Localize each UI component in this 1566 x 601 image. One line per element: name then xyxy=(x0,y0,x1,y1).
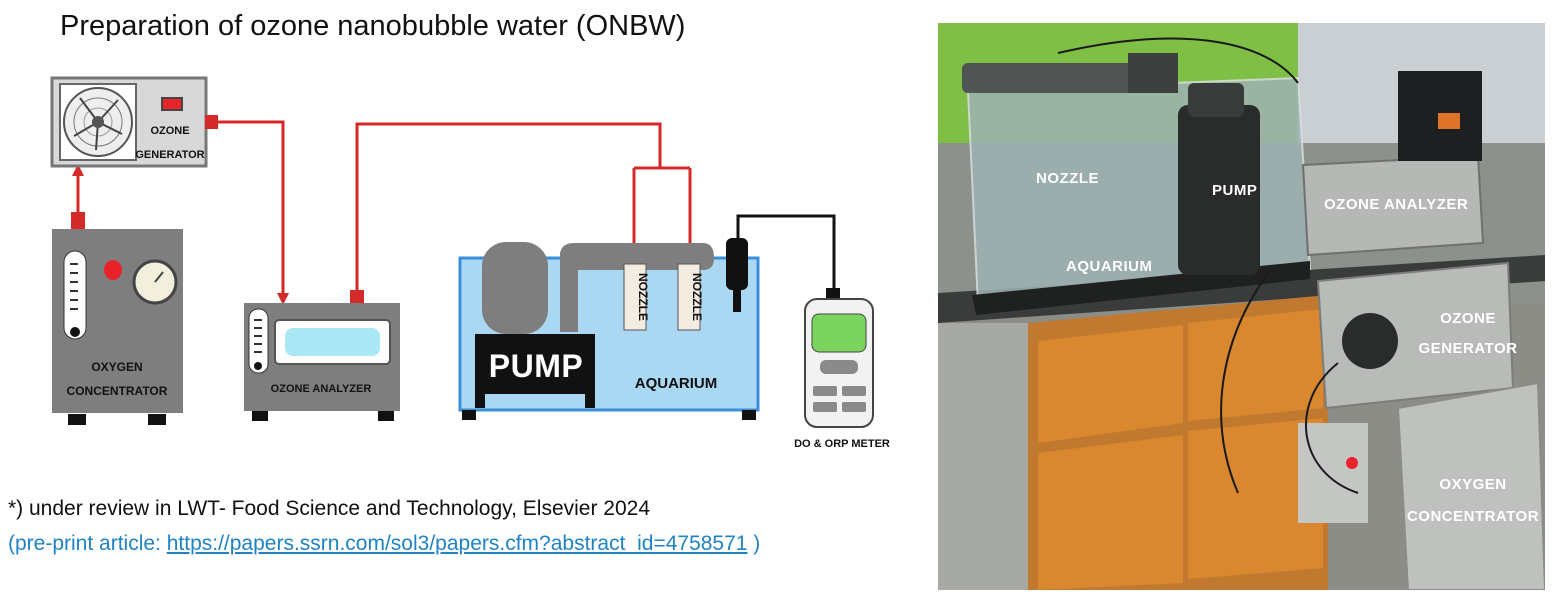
preprint-line: (pre-print article: https://papers.ssrn.… xyxy=(8,532,760,556)
photo-oxygen-concentrator-label-1: OXYGEN xyxy=(1439,476,1506,493)
review-note: *) under review in LWT- Food Science and… xyxy=(8,497,651,520)
photo-nozzle-label: NOZZLE xyxy=(1036,170,1099,187)
lab-photo-drawing: NOZZLE PUMP AQUARIUM OZONE ANALYZER OZON… xyxy=(938,23,1545,590)
lab-setup-photo: NOZZLE PUMP AQUARIUM OZONE ANALYZER OZON… xyxy=(938,23,1545,590)
nozzle-label-2: NOZZLE xyxy=(690,273,704,321)
preprint-suffix: ) xyxy=(747,532,761,555)
photo-aquarium-label: AQUARIUM xyxy=(1066,258,1153,275)
aquarium-label: AQUARIUM xyxy=(635,375,718,392)
ozone-generator-label-2: GENERATOR xyxy=(135,149,204,161)
pump-label: PUMP xyxy=(489,348,583,384)
oxygen-concentrator-label-2: CONCENTRATOR xyxy=(67,384,168,398)
probe-cable xyxy=(736,214,836,292)
ozone-tubing xyxy=(76,120,692,300)
photo-ozone-generator-label-1: OZONE xyxy=(1440,310,1496,327)
photo-oxygen-concentrator-label-2: CONCENTRATOR xyxy=(1407,508,1539,525)
ozone-generator-label-1: OZONE xyxy=(150,125,189,137)
ozone-generator: OZONE GENERATOR xyxy=(50,76,218,168)
oxygen-concentrator: OXYGEN CONCENTRATOR xyxy=(52,212,183,425)
photo-ozone-generator-label-2: GENERATOR xyxy=(1419,340,1518,357)
ozone-analyzer-label: OZONE ANALYZER xyxy=(271,383,372,395)
ozone-analyzer: OZONE ANALYZER xyxy=(244,290,400,421)
aquarium: PUMP NOZZLE NOZZLE AQUARIUM xyxy=(458,238,760,420)
page-title: Preparation of ozone nanobubble water (O… xyxy=(60,10,686,42)
photo-pump-label: PUMP xyxy=(1212,182,1257,199)
preprint-prefix: (pre-print article: xyxy=(8,532,167,555)
do-orp-meter: DO & ORP METER xyxy=(794,288,890,450)
photo-ozone-analyzer-label: OZONE ANALYZER xyxy=(1324,196,1468,213)
meter-label: DO & ORP METER xyxy=(794,438,890,450)
onbw-setup-diagram: OZONE GENERATOR OXYGEN CONCENTRATOR OZON… xyxy=(50,76,890,450)
preprint-link[interactable]: https://papers.ssrn.com/sol3/papers.cfm?… xyxy=(166,532,748,555)
oxygen-concentrator-label-1: OXYGEN xyxy=(91,360,142,374)
nozzle-label-1: NOZZLE xyxy=(636,273,650,321)
